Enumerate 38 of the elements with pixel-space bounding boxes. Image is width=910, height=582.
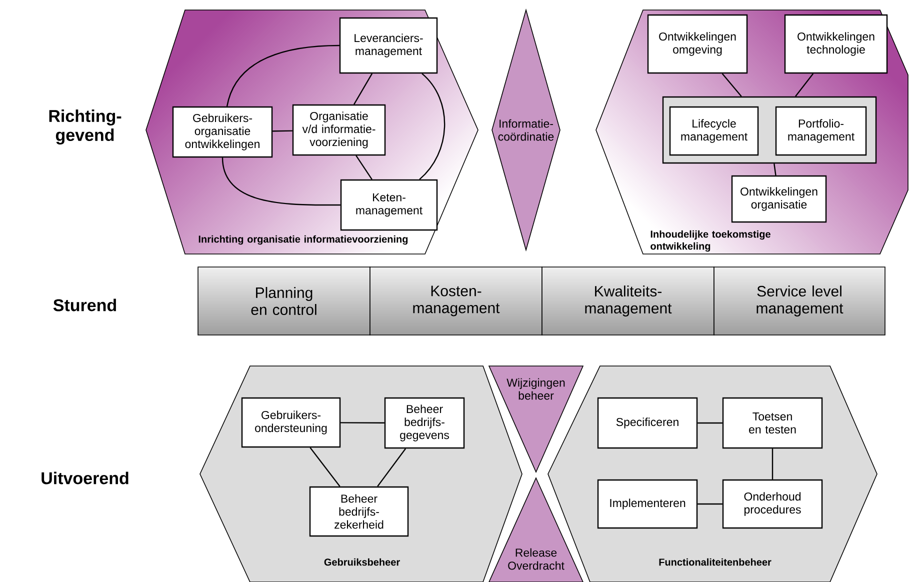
process-box: Ontwikkelingen omgeving xyxy=(647,14,748,74)
connector-line xyxy=(774,164,776,176)
row-heading: Uitvoerend xyxy=(42,472,128,484)
connector-line xyxy=(377,448,406,487)
process-box: Ontwikkelingen organisatie xyxy=(731,175,827,223)
connector-line xyxy=(772,448,774,480)
row-heading: Sturend xyxy=(53,298,116,312)
process-box: Specificeren xyxy=(597,397,698,449)
process-box: Organisatie v/d informatie- voorziening xyxy=(292,104,386,156)
row-heading: Richting- gevend xyxy=(49,110,122,144)
process-box: Gebruikers- ondersteuning xyxy=(241,397,341,448)
process-bar: Kosten- management xyxy=(370,266,542,336)
process-box: Onderhoud procedures xyxy=(722,479,823,529)
process-box: Implementeren xyxy=(597,479,698,529)
process-box: Leveranciers- management xyxy=(339,17,438,74)
connector-line xyxy=(795,73,814,97)
process-bar: Kwaliteits- management xyxy=(542,266,714,336)
connector-line xyxy=(272,130,292,132)
process-box: Toetsen en testen xyxy=(722,397,823,449)
process-bar: Planning en control xyxy=(198,266,370,336)
connector-line xyxy=(226,44,340,107)
connector-line xyxy=(310,447,340,487)
process-box: Gebruikers- organisatie ontwikkelingen xyxy=(172,106,273,158)
connector-line xyxy=(722,73,742,97)
connector-line xyxy=(419,73,446,180)
process-box: Beheer bedrijfs- gegevens xyxy=(384,397,465,449)
process-box: Keten- management xyxy=(340,179,438,231)
connector-line xyxy=(353,73,373,105)
connector-line xyxy=(222,158,340,206)
process-box: Portfolio- management xyxy=(775,106,867,156)
process-box: Lifecycle management xyxy=(669,106,759,156)
connector-line xyxy=(698,422,722,424)
process-box: Beheer bedrijfs- zekerheid xyxy=(309,486,409,537)
connector-line xyxy=(356,155,372,180)
process-bar: Service level management xyxy=(714,266,886,336)
connector-line xyxy=(698,503,722,505)
connector-line xyxy=(340,422,384,424)
process-box: Ontwikkelingen technologie xyxy=(784,14,888,74)
